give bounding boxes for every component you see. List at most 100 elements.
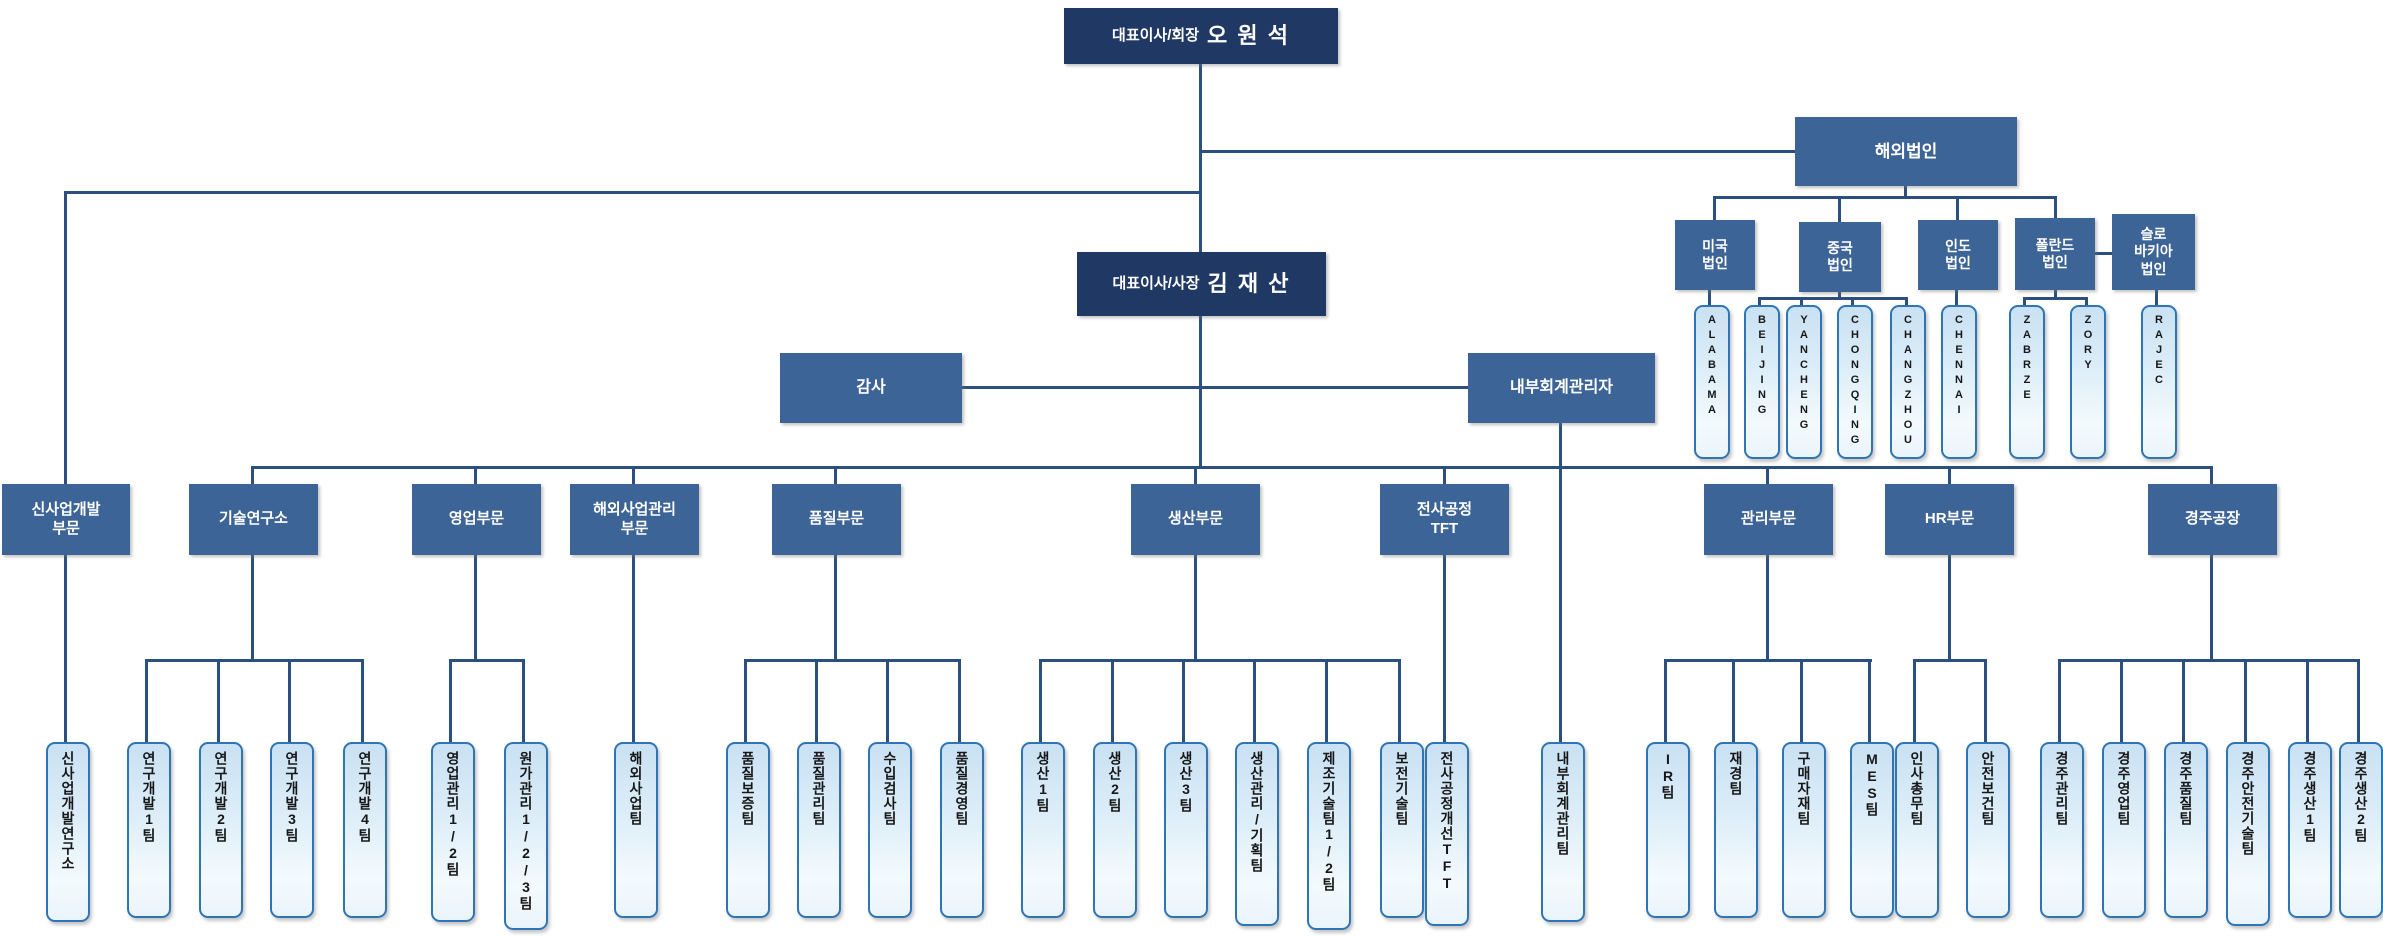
internal-accounting-label: 내부회계관리자 [1509, 379, 1614, 396]
box-overseas-hq: 해외법인 [1795, 117, 2017, 186]
connector-line [958, 659, 961, 742]
box-chairman: 대표이사/회장 오 원 석 [1064, 8, 1338, 64]
connector-line [217, 659, 220, 742]
connector-line [1713, 196, 1716, 222]
connector-line [1039, 659, 1401, 662]
connector-line [1758, 297, 1761, 306]
pill-team: 연구개발3팀 [270, 742, 314, 918]
connector-line [2120, 659, 2123, 742]
subsidiary-label: 중국 법인 [1827, 239, 1853, 274]
pill-team: 재경팀 [1714, 742, 1758, 918]
audit-label: 감사 [856, 379, 886, 396]
pill-team: 경주관리팀 [2040, 742, 2084, 918]
pill-team: 제조기술팀1/2팀 [1307, 742, 1351, 930]
connector-line [522, 659, 525, 742]
box-dept-management: 관리부문 [1704, 484, 1833, 555]
connector-line [251, 555, 254, 662]
pill-team: 경주생산1팀 [2288, 742, 2332, 918]
connector-line [2085, 297, 2088, 306]
connector-line [2023, 297, 2088, 300]
pill-plant-chongqing: CHONGQING [1837, 305, 1873, 459]
box-subsidiary-poland: 폴란드 법인 [2015, 218, 2095, 290]
box-dept-overseas-biz: 해외사업관리 부문 [570, 484, 699, 555]
box-dept-production: 생산부문 [1131, 484, 1260, 555]
pill-team: 생산1팀 [1021, 742, 1065, 918]
connector-line [2054, 290, 2057, 299]
box-dept-new-business: 신사업개발 부문 [2, 484, 130, 555]
connector-line [449, 659, 525, 662]
pill-plant-chennai: CHENNAI [1941, 305, 1977, 459]
connector-line [2155, 290, 2158, 306]
box-dept-rnd-institute: 기술연구소 [189, 484, 318, 555]
connector-line [1800, 659, 1803, 742]
connector-line [1253, 659, 1256, 742]
connector-line [1039, 659, 1042, 742]
pill-team: MES팀 [1850, 742, 1894, 918]
pill-team: 구매자재팀 [1782, 742, 1826, 918]
pill-team: 경주안전기술팀 [2226, 742, 2270, 926]
connector-line [1758, 297, 1908, 300]
connector-line [251, 466, 254, 487]
connector-line [1838, 290, 1841, 299]
connector-line [815, 659, 818, 742]
connector-line [64, 191, 67, 488]
connector-line [1201, 150, 1795, 153]
connector-line [1800, 297, 1803, 306]
pill-plant-beijing: BEIJING [1744, 305, 1780, 459]
connector-line [2306, 659, 2309, 742]
connector-line [1443, 466, 1446, 487]
pill-team: 신사업개발연구소 [46, 742, 90, 922]
connector-line [449, 659, 452, 742]
connector-line [1984, 659, 1987, 742]
box-dept-process-tft: 전사공정 TFT [1380, 484, 1509, 555]
connector-line [1664, 659, 1667, 742]
pill-team: 원가관리1/2/3팀 [504, 742, 548, 930]
connector-line [632, 555, 635, 742]
connector-line [834, 555, 837, 662]
connector-line [2182, 659, 2185, 742]
pill-team: 영업관리1/2팀 [431, 742, 475, 922]
connector-line [1904, 186, 1907, 199]
box-president: 대표이사/사장 김 재 산 [1077, 252, 1326, 316]
subsidiary-label: 폴란드 법인 [2035, 236, 2075, 271]
connector-line [474, 466, 477, 487]
box-subsidiary-india: 인도 법인 [1918, 220, 1998, 290]
connector-line [288, 659, 291, 742]
box-subsidiary-us: 미국 법인 [1675, 220, 1755, 290]
pill-team: 생산관리/기획팀 [1235, 742, 1279, 926]
connector-line [64, 555, 67, 742]
box-audit: 감사 [780, 353, 962, 423]
pill-plant-zory: ZORY [2070, 305, 2106, 459]
connector-line [1194, 555, 1197, 662]
connector-line [1664, 659, 1872, 662]
connector-line [1766, 466, 1769, 487]
pill-team: 수입검사팀 [868, 742, 912, 918]
connector-line [1905, 297, 1908, 306]
connector-line [1948, 555, 1951, 662]
subsidiary-label: 미국 법인 [1702, 237, 1728, 272]
connector-line [632, 466, 635, 487]
pill-team: 생산2팀 [1093, 742, 1137, 918]
connector-line [2357, 659, 2360, 742]
subsidiary-label: 슬로 바키아 법인 [2134, 225, 2173, 277]
pill-team: 경주생산2팀 [2339, 742, 2383, 918]
connector-line [2210, 466, 2213, 487]
pill-plant-alabama: ALABAMA [1694, 305, 1730, 459]
connector-line [1948, 466, 1951, 487]
connector-line [2023, 297, 2026, 306]
pill-team: 품질보증팀 [726, 742, 770, 918]
box-dept-hr: HR부문 [1885, 484, 2014, 555]
box-dept-gyeongju-plant: 경주공장 [2148, 484, 2277, 555]
box-subsidiary-china: 중국 법인 [1799, 222, 1881, 292]
connector-line [474, 555, 477, 662]
connector-line [1956, 196, 1959, 222]
box-subsidiary-slovakia: 슬로 바키아 법인 [2112, 214, 2195, 290]
connector-line [744, 659, 961, 662]
connector-line [1766, 555, 1769, 662]
pill-team: 내부회계관리팀 [1541, 742, 1585, 922]
pill-team: 품질경영팀 [940, 742, 984, 918]
connector-line [2210, 555, 2213, 662]
pill-team: 경주영업팀 [2102, 742, 2146, 918]
connector-line [1732, 659, 1735, 742]
pill-team: 해외사업팀 [614, 742, 658, 918]
